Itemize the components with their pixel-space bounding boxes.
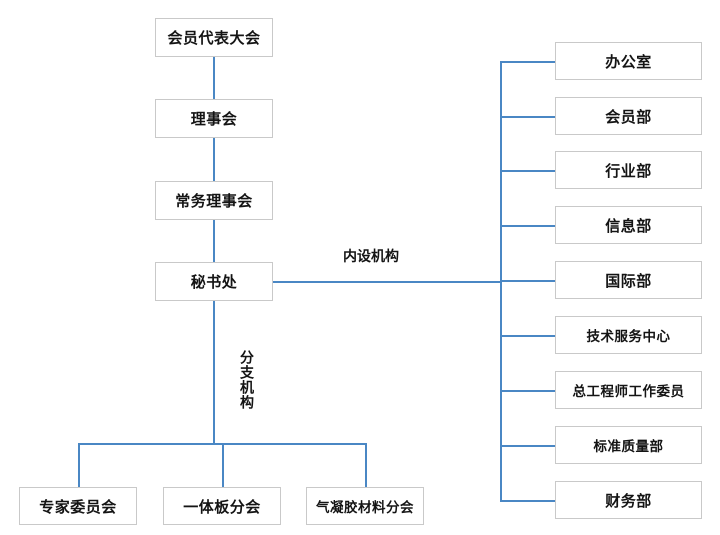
node-chief-engineer-committee[interactable]: 总工程师工作委员 (555, 371, 702, 409)
node-industry-department[interactable]: 行业部 (555, 151, 702, 189)
internal-stub-2 (500, 116, 556, 118)
node-secretariat[interactable]: 秘书处 (155, 262, 273, 301)
connector-standing-to-secretariat (213, 220, 215, 262)
node-expert-committee[interactable]: 专家委员会 (19, 487, 137, 525)
internal-stub-8 (500, 445, 556, 447)
node-international-department[interactable]: 国际部 (555, 261, 702, 299)
internal-stub-5 (500, 280, 556, 282)
branch-drop-integrated-board (222, 443, 224, 487)
node-technical-service-center[interactable]: 技术服务中心 (555, 316, 702, 354)
label-branch-organizations: 分支机构 (239, 350, 255, 410)
internal-stub-3 (500, 170, 556, 172)
node-standing-council[interactable]: 常务理事会 (155, 181, 273, 220)
branch-drop-expert (78, 443, 80, 487)
node-standards-quality-department[interactable]: 标准质量部 (555, 426, 702, 464)
node-information-department[interactable]: 信息部 (555, 206, 702, 244)
node-integrated-board-branch[interactable]: 一体板分会 (163, 487, 281, 525)
internal-stub-7 (500, 390, 556, 392)
internal-stub-1 (500, 61, 556, 63)
internal-stub-6 (500, 335, 556, 337)
connector-council-to-standing (213, 138, 215, 181)
label-internal-organizations: 内设机构 (343, 248, 399, 264)
connector-secretariat-to-internal-trunk (273, 281, 501, 283)
node-membership-department[interactable]: 会员部 (555, 97, 702, 135)
node-members-assembly[interactable]: 会员代表大会 (155, 18, 273, 57)
node-finance-department[interactable]: 财务部 (555, 481, 702, 519)
connector-secretariat-to-branch-bar (213, 301, 215, 444)
internal-stub-9 (500, 500, 556, 502)
branch-drop-aerogel (365, 443, 367, 487)
node-aerogel-material-branch[interactable]: 气凝胶材料分会 (306, 487, 424, 525)
connector-assembly-to-council (213, 57, 215, 99)
node-council[interactable]: 理事会 (155, 99, 273, 138)
node-office[interactable]: 办公室 (555, 42, 702, 80)
internal-stub-4 (500, 225, 556, 227)
